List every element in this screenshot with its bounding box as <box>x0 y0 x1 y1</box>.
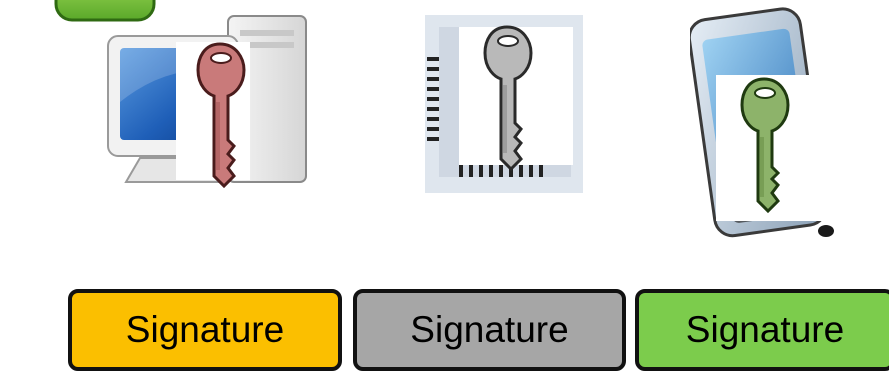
signature-box-3: Signature <box>635 289 889 371</box>
signature-label: Signature <box>125 309 285 350</box>
chip-icon <box>425 15 583 193</box>
desktop-computer-group <box>100 12 315 192</box>
corner-badge <box>50 0 160 26</box>
signature-label: Signature <box>685 309 845 350</box>
desktop-computer-icon <box>107 15 307 189</box>
mobile-phone-icon <box>690 7 834 238</box>
signature-label: Signature <box>410 309 569 350</box>
signature-box-2: Signature <box>353 289 626 371</box>
signature-box-1: Signature <box>68 289 342 371</box>
mobile-phone-group <box>690 5 850 245</box>
chip-group <box>425 15 585 195</box>
